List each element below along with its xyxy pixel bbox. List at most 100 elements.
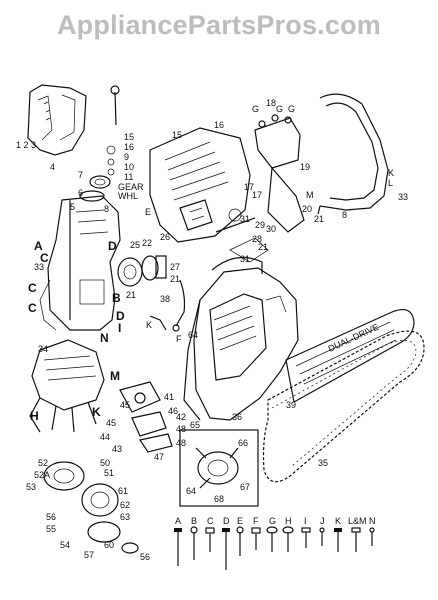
svg-text:66: 66 [238,438,248,448]
svg-text:51: 51 [104,468,114,478]
hardware-E [236,526,244,556]
svg-text:1 2 3: 1 2 3 [16,140,36,150]
svg-text:D: D [116,309,125,323]
svg-text:52: 52 [38,458,48,468]
guide-bar: DUAL-DRIVE 39 [285,309,415,410]
hw-letter-4: E [237,516,243,526]
svg-text:K: K [388,168,394,178]
svg-text:H: H [30,409,39,423]
svg-text:43: 43 [112,444,122,454]
screw-stack: 15 16 9 10 11 GEAR WHL [106,85,144,201]
hardware-K [334,528,342,552]
svg-text:E: E [145,207,151,217]
svg-text:25: 25 [130,240,140,250]
svg-text:45: 45 [120,400,130,410]
hardware-H [282,526,294,552]
svg-text:I: I [118,321,121,335]
bow-handle: K L 33 8 21 [314,93,408,224]
svg-text:17: 17 [244,182,254,192]
hardware-N [369,527,375,546]
watermark: AppliancePartsPros.com [56,10,381,40]
throttle-handle-parts: 1 2 3 4 [16,84,87,172]
hardware-J [319,527,325,546]
svg-text:G: G [288,104,295,114]
sprocket-parts: 45 45 44 43 46 41 42 48 48 47 [100,381,186,462]
hardware-I [301,527,311,548]
svg-text:K: K [92,405,101,419]
hw-letter-7: H [285,516,292,526]
svg-text:16: 16 [124,142,134,152]
svg-text:48: 48 [176,438,186,448]
svg-text:C: C [28,301,37,315]
svg-text:68: 68 [214,494,224,504]
svg-text:M: M [110,369,120,383]
svg-text:N: N [100,331,109,345]
svg-text:52A: 52A [34,470,50,480]
main-frame: A C 33 C C D B D I N [28,195,125,345]
svg-text:28: 28 [252,234,262,244]
svg-text:A: A [34,239,43,253]
ignition-lead: 38 K F 64 [146,279,198,344]
svg-text:F: F [176,334,182,344]
svg-text:C: C [28,281,37,295]
hardware-A [174,528,182,566]
svg-text:45: 45 [106,418,116,428]
svg-text:29: 29 [255,220,265,230]
svg-text:31: 31 [240,214,250,224]
svg-text:K: K [146,320,152,330]
svg-text:17: 17 [252,190,262,200]
svg-text:55: 55 [46,524,56,534]
clutch-assembly: 34 H K M [29,339,120,433]
svg-text:62: 62 [120,500,130,510]
svg-text:B: B [112,291,121,305]
hardware-F [251,527,261,550]
svg-text:L: L [388,178,393,188]
hw-letter-1: B [191,516,197,526]
saw-body: 36 [183,256,299,422]
svg-text:56: 56 [140,552,150,562]
svg-text:67: 67 [240,482,250,492]
svg-text:21: 21 [126,290,136,300]
svg-text:61: 61 [118,486,128,496]
svg-text:60: 60 [104,540,114,550]
hw-letter-10: K [335,516,341,526]
hardware-row [174,526,375,570]
svg-text:57: 57 [84,550,94,560]
hw-letter-9: J [320,516,325,526]
svg-text:38: 38 [160,294,170,304]
svg-text:19: 19 [300,162,310,172]
svg-text:11: 11 [124,172,133,182]
svg-text:46: 46 [168,406,178,416]
hw-letter-3: D [223,516,230,526]
top-bracket: G 18 G G M 20 19 [252,98,314,233]
svg-text:47: 47 [154,452,164,462]
engine-block: 15 E 16 17 17 [145,120,262,243]
svg-text:21: 21 [170,274,180,284]
svg-text:GEAR: GEAR [118,182,144,192]
svg-text:9: 9 [124,152,129,162]
clutch-drum: 52 52A 53 50 51 61 62 63 56 55 54 57 56 … [26,458,150,562]
hw-letter-0: A [175,516,181,526]
svg-text:15: 15 [172,130,182,140]
svg-text:44: 44 [100,432,110,442]
hardware-G [266,526,278,552]
svg-text:27: 27 [170,262,180,272]
svg-text:7: 7 [78,170,83,180]
svg-text:42: 42 [176,412,186,422]
hw-letter-11: L&M [348,516,367,526]
svg-text:41: 41 [164,392,174,402]
bearing-parts: 25 22 26 27 21 21 [117,232,180,300]
svg-text:53: 53 [26,482,36,492]
svg-text:20: 20 [302,204,312,214]
hw-letter-6: G [269,516,276,526]
svg-text:56: 56 [46,512,56,522]
svg-text:D: D [108,239,117,253]
svg-text:31: 31 [240,254,250,264]
clutch-detail-inset: 65 66 67 64 68 [179,420,259,507]
svg-text:8: 8 [342,210,347,220]
svg-text:18: 18 [266,98,276,108]
svg-text:5: 5 [70,202,75,212]
hardware-B [190,526,198,560]
hw-letter-8: I [304,516,307,526]
